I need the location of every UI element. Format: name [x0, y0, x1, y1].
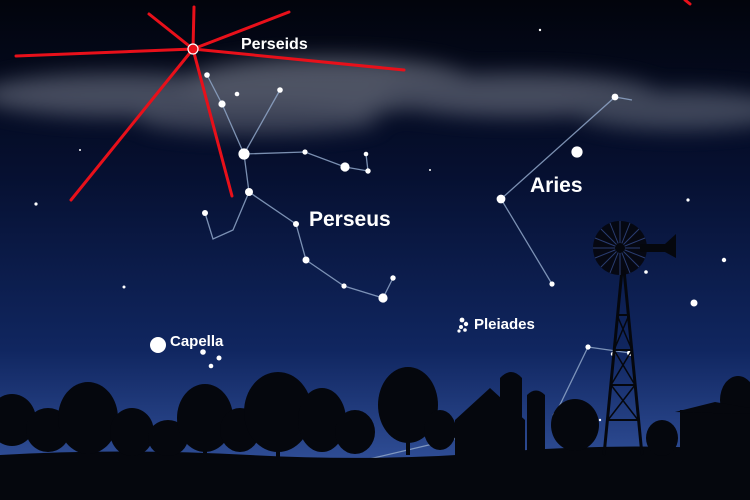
label-pleiades: Pleiades [474, 316, 535, 333]
aries-stars [496, 93, 619, 287]
label-aries: Aries [530, 174, 583, 197]
radiant-point [187, 43, 199, 55]
label-perseus: Perseus [309, 208, 391, 231]
landscape-silhouette [0, 367, 750, 500]
windmill [602, 269, 644, 456]
label-perseids: Perseids [241, 36, 308, 53]
capella-stars [150, 337, 222, 369]
perseus-stars [202, 72, 396, 303]
label-capella: Capella [170, 333, 224, 350]
windmill-wheel [593, 221, 676, 275]
background-stars [34, 28, 727, 422]
perseids-radiant [14, 0, 692, 202]
pleiades-cluster [457, 317, 469, 333]
